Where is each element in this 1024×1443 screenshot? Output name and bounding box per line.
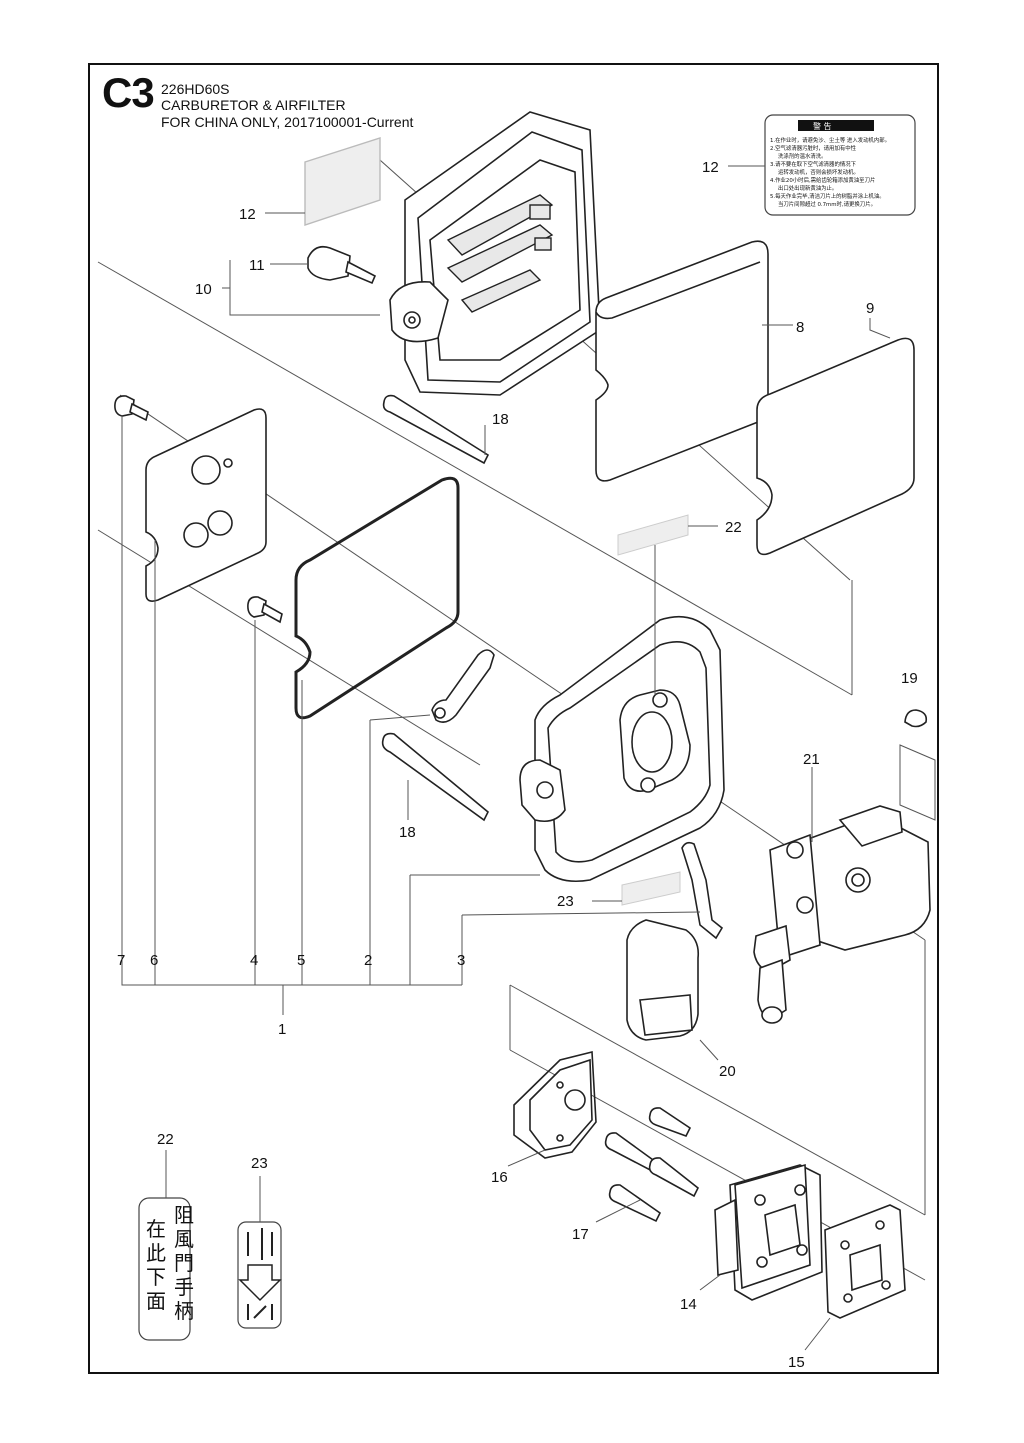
callout-3: 3	[457, 952, 465, 969]
svg-text:柄: 柄	[174, 1299, 194, 1323]
callout-16: 16	[491, 1169, 508, 1186]
warning-lines: 1.在作业时，请避免沙、尘土等 进入发动机内部。 2.空气滤清器污脏时，请用加有…	[770, 136, 890, 208]
leader-lines	[121, 165, 891, 1351]
prefilter-part-9	[756, 337, 915, 556]
svg-text:4.作业20小时后,需给齿轮箱添加黄油至刀片: 4.作业20小时后,需给齿轮箱添加黄油至刀片	[770, 176, 875, 184]
foam-filter-part-8	[595, 240, 769, 482]
screw-part-7	[114, 395, 149, 422]
throttle-link-part	[681, 841, 724, 940]
callout-17: 17	[572, 1226, 589, 1243]
svg-text:2.空气滤清器污脏时，请用加有中性: 2.空气滤清器污脏时，请用加有中性	[770, 144, 857, 152]
gasket-part-16	[513, 1050, 597, 1159]
callout-2: 2	[364, 952, 372, 969]
svg-text:阻: 阻	[174, 1203, 194, 1227]
svg-text:在: 在	[146, 1217, 166, 1241]
svg-text:当刀片间隙超过 0.7mm时,请更换刀片。: 当刀片间隙超过 0.7mm时,请更换刀片。	[778, 200, 876, 208]
svg-text:風: 風	[174, 1227, 194, 1251]
page-subtitle: FOR CHINA ONLY, 2017100001-Current	[161, 114, 414, 130]
callout-19: 19	[901, 670, 918, 687]
callout-21: 21	[803, 751, 820, 768]
gasket-part-6	[145, 408, 267, 602]
air-box-part	[519, 615, 725, 883]
callout-20: 20	[719, 1063, 736, 1080]
model-number: 226HD60S	[161, 81, 230, 97]
callout-15: 15	[788, 1354, 805, 1371]
page-title: CARBURETOR & AIRFILTER	[161, 97, 346, 113]
insulator-part-14	[714, 1163, 823, 1301]
callout-6: 6	[150, 952, 158, 969]
carburetor-part-21	[753, 805, 931, 1024]
label-blank-12	[304, 137, 381, 226]
intake-part-20	[626, 919, 700, 1041]
callout-12-right: 12	[702, 159, 719, 176]
callout-18-lower: 18	[399, 824, 416, 841]
screw-part-4	[247, 596, 283, 624]
callout-9: 9	[866, 300, 874, 317]
label-blank-22	[617, 514, 689, 556]
callout-14: 14	[680, 1296, 697, 1313]
warning-heading: 警 告	[813, 121, 832, 131]
bolts-part-17	[604, 1107, 700, 1223]
gasket-part-15	[824, 1204, 906, 1319]
label-blank-23	[621, 871, 681, 906]
svg-text:此: 此	[146, 1241, 166, 1265]
section-code: C3	[102, 69, 155, 116]
choke-direction-sticker-23	[237, 1221, 282, 1329]
filter-housing-part	[389, 111, 601, 396]
callout-18-upper: 18	[492, 411, 509, 428]
callout-23-mid: 23	[557, 893, 574, 910]
seal-part-5	[294, 476, 460, 720]
svg-text:下: 下	[146, 1265, 166, 1289]
callout-12-left: 12	[239, 206, 256, 223]
choke-lever-part-2	[431, 649, 495, 723]
warning-label-12: 警 告 1.在作业时，请避免沙、尘土等 进入发动机内部。 2.空气滤清器污脏时，…	[764, 114, 916, 216]
svg-text:出口处出现新黄油为止。: 出口处出现新黄油为止。	[778, 184, 837, 192]
svg-text:5.每天作业完毕,清洁刀片上的树脂并涂上机油。: 5.每天作业完毕,清洁刀片上的树脂并涂上机油。	[770, 192, 885, 200]
diagram-frame	[88, 63, 939, 1374]
svg-text:面: 面	[146, 1289, 166, 1313]
svg-text:門: 門	[174, 1251, 194, 1275]
svg-text:洗涤剂的温水清洗。: 洗涤剂的温水清洗。	[778, 152, 827, 160]
svg-text:运转发动机，否则会损坏发动机。: 运转发动机，否则会损坏发动机。	[778, 168, 859, 176]
bolt-part-18-upper	[382, 394, 490, 465]
callout-numbers: 1 2 3 4 5 6 7 8 9 10 11 12 12 14 15 16 1…	[117, 159, 918, 1371]
callout-22-bottom: 22	[157, 1131, 174, 1148]
svg-text:1.在作业时，请避免沙、尘土等 进入发动机内部。: 1.在作业时，请避免沙、尘土等 进入发动机内部。	[770, 136, 890, 144]
choke-sticker-22: 阻 風 門 手 柄 在 此 下 面	[138, 1197, 194, 1341]
bolt-part-18-lower	[381, 732, 489, 822]
callout-23-bottom: 23	[251, 1155, 268, 1172]
svg-text:3.请不要在取下空气滤清器的情况下: 3.请不要在取下空气滤清器的情况下	[770, 160, 857, 168]
callout-22-mid: 22	[725, 519, 742, 536]
callout-7: 7	[117, 952, 125, 969]
svg-text:手: 手	[174, 1275, 194, 1299]
callout-5: 5	[297, 952, 305, 969]
callout-11: 11	[249, 257, 265, 274]
clip-part-19	[899, 709, 936, 821]
callout-8: 8	[796, 319, 804, 336]
callout-4: 4	[250, 952, 258, 969]
choke-knob-part-11	[307, 245, 377, 285]
callout-10: 10	[195, 281, 212, 298]
callout-1: 1	[278, 1021, 286, 1038]
